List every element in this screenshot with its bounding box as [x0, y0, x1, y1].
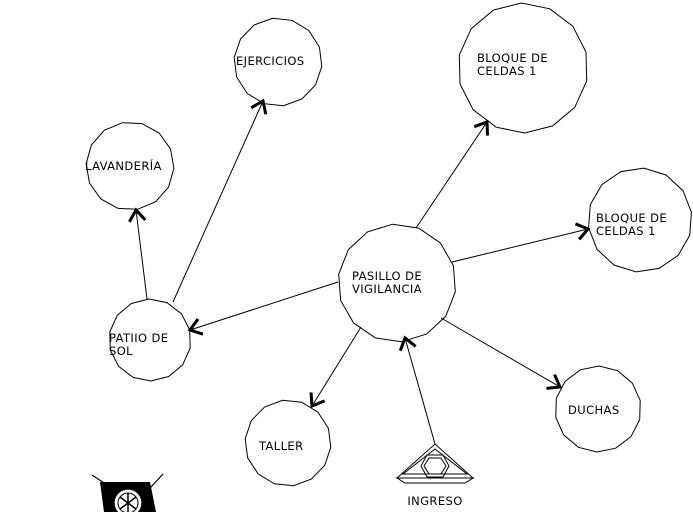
north-arrow-compass-icon — [91, 473, 164, 512]
node-taller: TALLER — [244, 399, 332, 487]
arrowhead-icon — [546, 373, 563, 390]
edge-line — [451, 228, 589, 263]
node-label: LAVANDERÍA — [85, 158, 162, 173]
edge-pasillo-to-bloque-celdas-right — [451, 222, 591, 263]
node-lavanderia: LAVANDERÍA — [85, 122, 175, 210]
node-label: CELDAS 1 — [477, 64, 537, 78]
edge-line — [415, 121, 488, 229]
arrowhead-icon — [398, 335, 417, 352]
edge-pasillo-to-duchas — [440, 317, 563, 390]
edge-ingreso-to-pasillo — [398, 335, 436, 445]
node-label: DUCHAS — [568, 403, 620, 417]
node-shape — [233, 17, 323, 107]
node-shape — [244, 399, 332, 487]
edge-pasillo-to-taller — [309, 326, 362, 409]
arrowhead-icon — [473, 119, 490, 136]
node-label: SOL — [109, 344, 133, 358]
node-label: CELDAS 1 — [596, 224, 656, 238]
node-shape — [555, 365, 641, 453]
node-shape — [588, 167, 692, 273]
edge-pasillo-to-bloque-celdas-top — [415, 119, 490, 229]
edges-layer — [128, 98, 591, 445]
edge-pasillo-to-patio — [187, 281, 339, 336]
node-ingreso: INGRESO — [407, 494, 462, 508]
node-label: TALLER — [258, 439, 303, 453]
node-shape — [458, 2, 588, 134]
node-label: PATIIO DE — [109, 331, 168, 345]
node-ejercicios: EJERCICIOS — [233, 17, 323, 107]
entrance-symbol-icon — [395, 443, 475, 484]
edge-line — [189, 281, 339, 331]
edge-line — [172, 100, 264, 303]
arrowhead-icon — [574, 222, 591, 241]
node-label: INGRESO — [407, 494, 462, 508]
node-shape — [109, 298, 191, 382]
node-shape — [338, 223, 456, 343]
node-duchas: DUCHAS — [555, 365, 641, 453]
edge-line — [135, 209, 148, 300]
edge-line — [404, 337, 436, 445]
node-label: VIGILANCIA — [352, 282, 422, 296]
arrowhead-icon — [309, 392, 326, 409]
arrowhead-icon — [128, 207, 147, 223]
node-label: EJERCICIOS — [236, 54, 305, 68]
edge-line — [311, 326, 362, 407]
arrowhead-icon — [250, 98, 268, 115]
node-label: BLOQUE DE — [596, 211, 667, 225]
node-label: BLOQUE DE — [477, 51, 548, 65]
edge-line — [440, 317, 561, 388]
edge-patio-to-ejercicios — [172, 98, 268, 303]
node-shape — [85, 122, 175, 210]
edge-patio-to-lavanderia — [128, 207, 148, 300]
node-label: PASILLO DE — [352, 269, 422, 283]
